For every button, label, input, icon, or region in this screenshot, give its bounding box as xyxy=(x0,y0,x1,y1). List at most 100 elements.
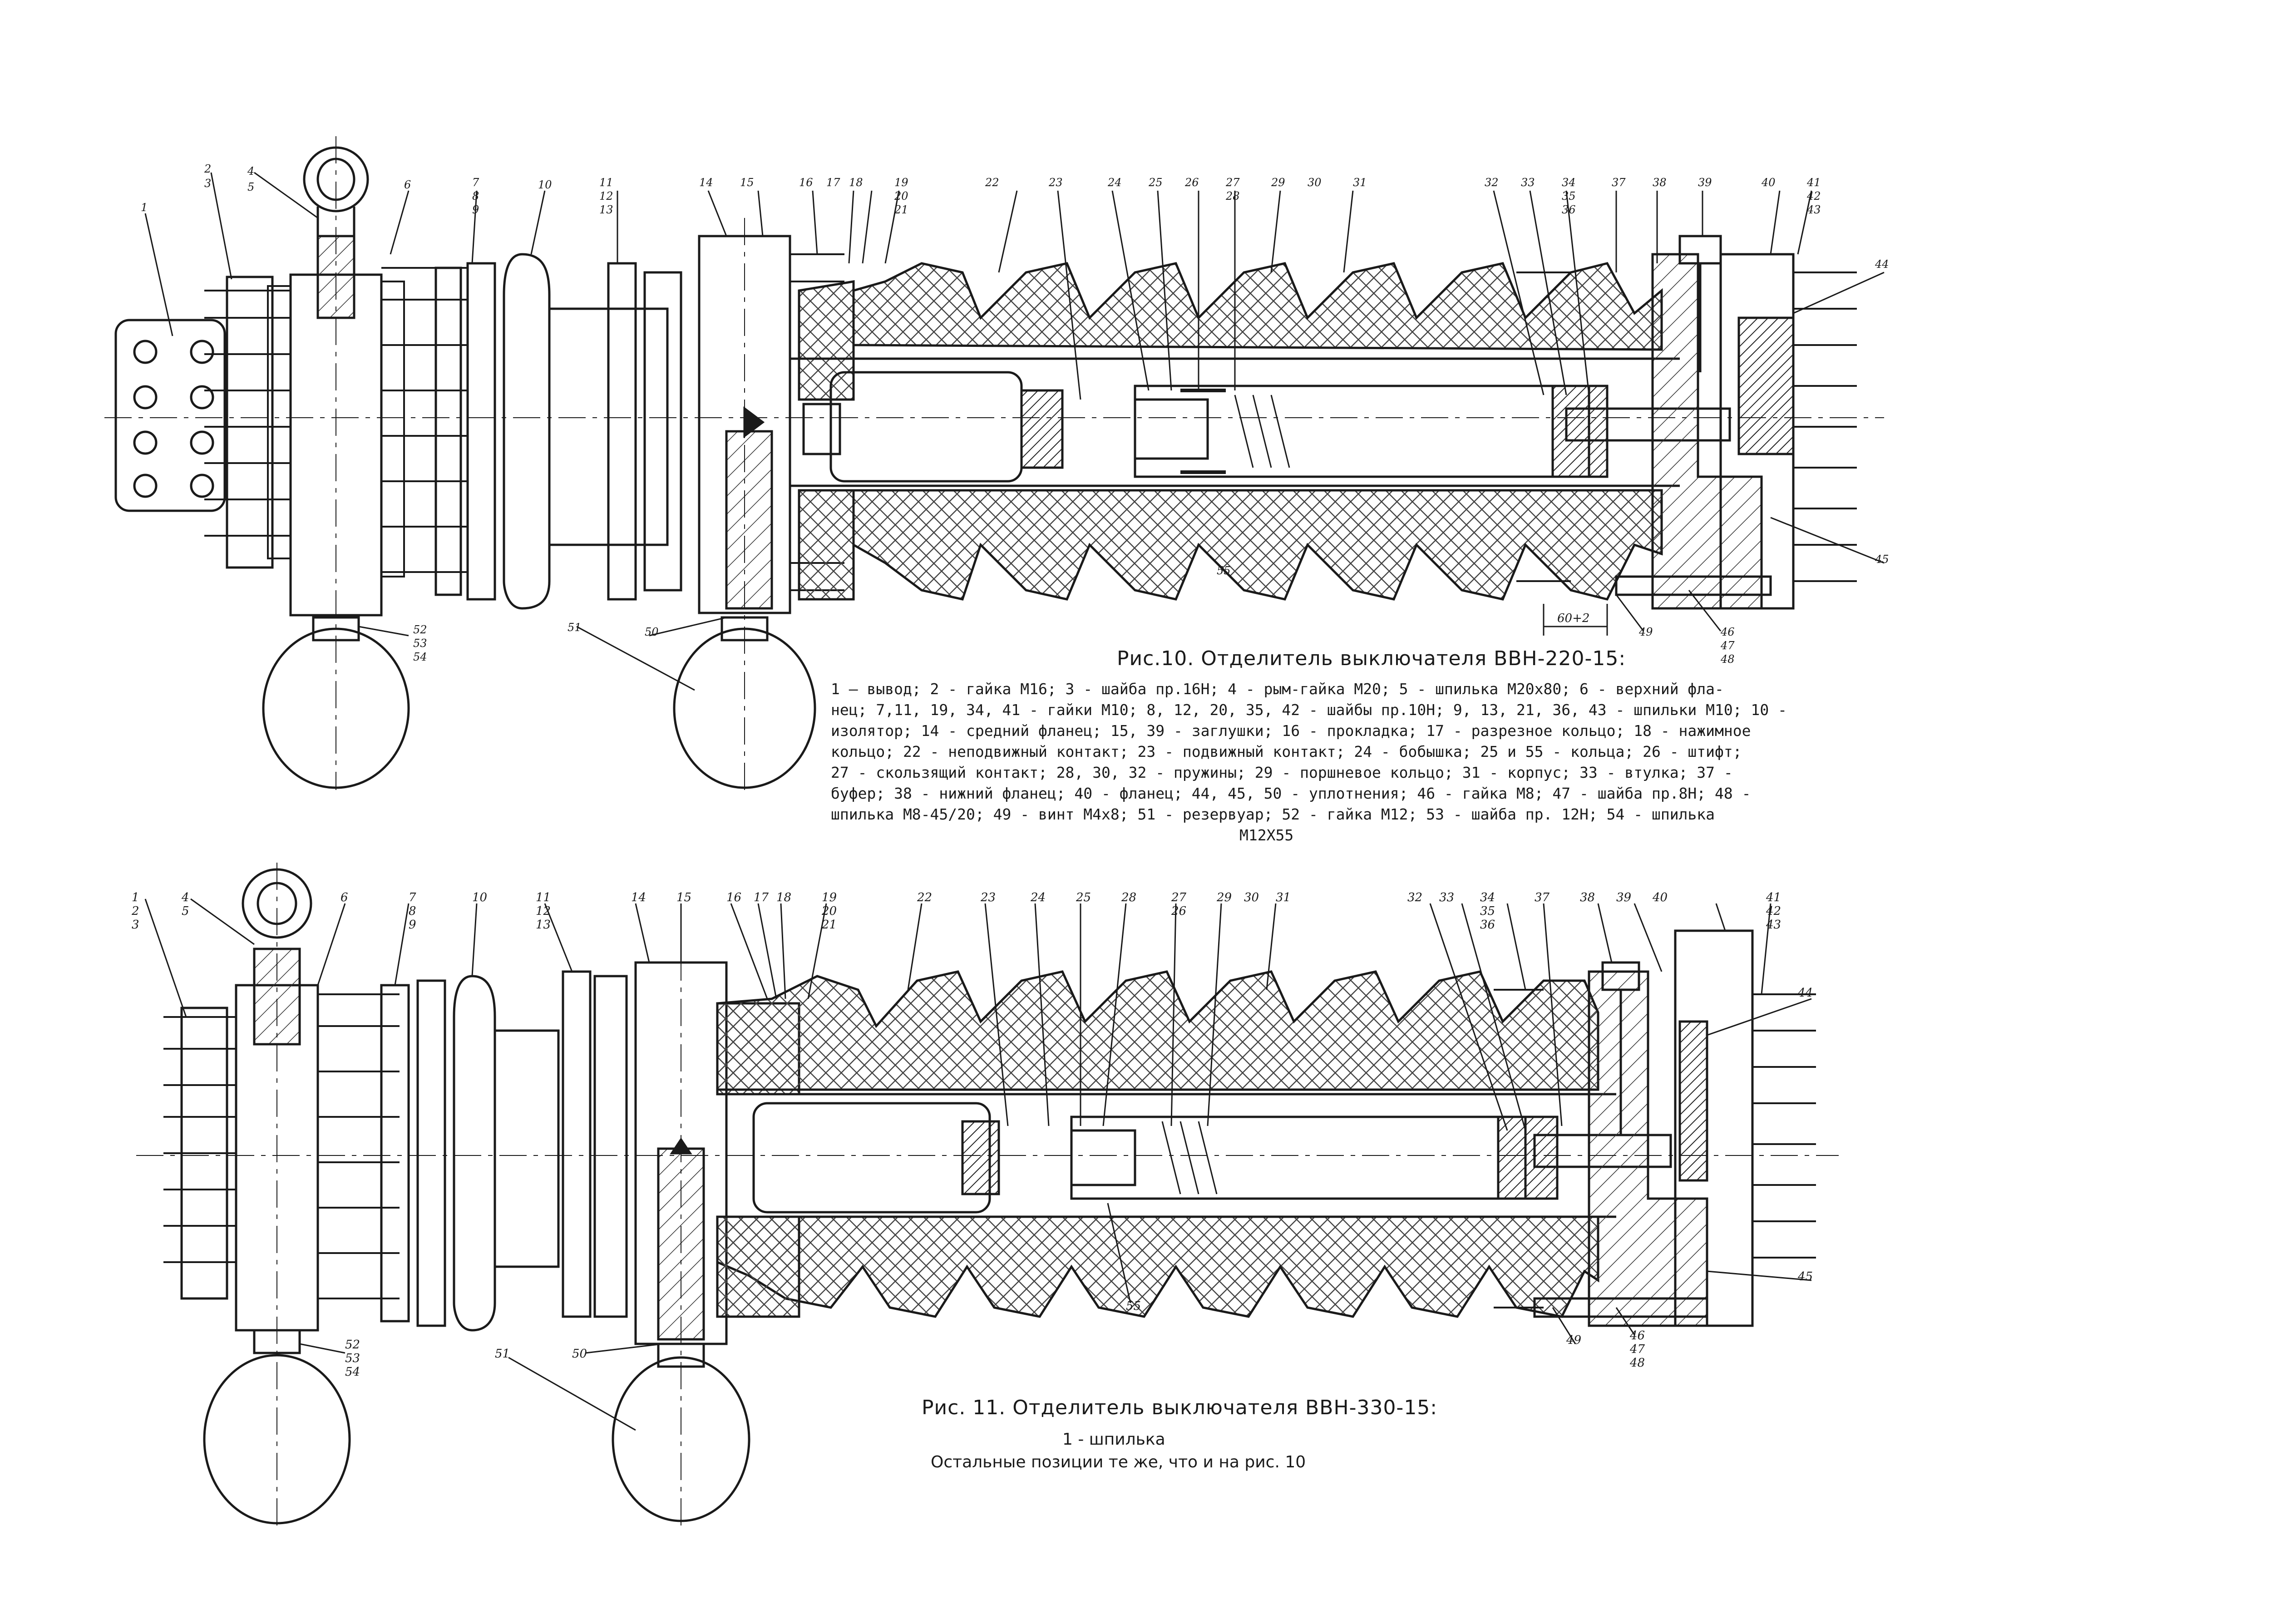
svg-text:41: 41 xyxy=(1806,176,1821,189)
svg-text:28: 28 xyxy=(1121,891,1136,904)
svg-text:25: 25 xyxy=(1148,176,1163,189)
svg-text:5: 5 xyxy=(182,904,189,918)
svg-text:40: 40 xyxy=(1652,891,1668,904)
fig10-main-housing xyxy=(790,262,1731,601)
fig10-lower-flange xyxy=(1651,253,1763,610)
svg-text:27: 27 xyxy=(1171,891,1187,904)
fig10-fixed-contact xyxy=(829,371,1023,483)
svg-text:55: 55 xyxy=(1126,1299,1141,1313)
svg-text:3: 3 xyxy=(204,177,211,190)
svg-text:10: 10 xyxy=(538,178,552,191)
svg-text:45: 45 xyxy=(1797,1270,1813,1283)
svg-text:36: 36 xyxy=(1480,918,1495,932)
svg-text:43: 43 xyxy=(1806,203,1821,216)
fig10-legend-line: изолятор; 14 - средний фланец; 15, 39 - … xyxy=(831,722,1751,740)
svg-text:1: 1 xyxy=(141,201,148,214)
svg-text:55: 55 xyxy=(1217,564,1231,577)
svg-text:17: 17 xyxy=(826,176,840,189)
svg-text:49: 49 xyxy=(1638,626,1653,638)
svg-text:49: 49 xyxy=(1566,1333,1581,1347)
svg-text:11: 11 xyxy=(599,176,613,189)
fig10-legend-line: нец; 7,11, 19, 34, 41 - гайки М10; 8, 12… xyxy=(831,701,1787,719)
svg-text:20: 20 xyxy=(894,190,908,202)
svg-text:25: 25 xyxy=(1076,891,1091,904)
svg-text:33: 33 xyxy=(1521,176,1535,189)
svg-text:12: 12 xyxy=(599,190,613,202)
svg-text:38: 38 xyxy=(1580,891,1595,904)
svg-text:6: 6 xyxy=(340,891,348,904)
svg-text:43: 43 xyxy=(1766,918,1781,932)
fig10-legend-line: шпилька М8-45/20; 49 - винт М4х8; 51 - р… xyxy=(831,805,1715,823)
fig10-legend-line: буфер; 38 - нижний фланец; 40 - фланец; … xyxy=(831,785,1751,802)
svg-text:16: 16 xyxy=(799,176,813,189)
svg-text:17: 17 xyxy=(754,891,769,904)
svg-text:32: 32 xyxy=(1485,176,1499,189)
fig11-caption: Рис. 11. Отделитель выключателя ВВН-330-… xyxy=(922,1396,1438,1419)
svg-text:44: 44 xyxy=(1797,986,1813,1000)
fig11-fixed-contact xyxy=(752,1102,991,1214)
fig10-caption: Рис.10. Отделитель выключателя ВВН-220-1… xyxy=(1117,647,1626,670)
svg-text:53: 53 xyxy=(345,1352,360,1365)
fig10-legend: 1 — вывод; 2 - гайка М16; 3 - шайба пр.1… xyxy=(831,679,1787,846)
svg-text:2: 2 xyxy=(131,904,139,918)
svg-text:35: 35 xyxy=(1480,904,1495,918)
svg-text:29: 29 xyxy=(1271,176,1285,189)
svg-text:14: 14 xyxy=(699,176,713,189)
svg-text:39: 39 xyxy=(1698,176,1712,189)
fig11-note-1: 1 - шпилька xyxy=(1062,1430,1165,1449)
svg-text:13: 13 xyxy=(536,918,551,932)
svg-text:8: 8 xyxy=(472,190,479,202)
svg-text:48: 48 xyxy=(1720,653,1735,666)
svg-text:42: 42 xyxy=(1806,190,1821,202)
svg-text:52: 52 xyxy=(345,1338,360,1352)
svg-text:20: 20 xyxy=(821,904,837,918)
svg-text:47: 47 xyxy=(1720,639,1735,652)
fig11-insulator xyxy=(493,1029,560,1268)
svg-text:50: 50 xyxy=(645,626,659,638)
fig10-studs-upper xyxy=(204,267,468,578)
svg-text:31: 31 xyxy=(1353,176,1367,189)
svg-text:51: 51 xyxy=(495,1347,510,1361)
fig10-legend-line: 27 - скользящий контакт; 28, 30, 32 - пр… xyxy=(831,764,1733,781)
svg-text:9: 9 xyxy=(409,918,416,932)
svg-text:18: 18 xyxy=(776,891,791,904)
fig10-lower-ribs xyxy=(852,489,1663,601)
svg-text:21: 21 xyxy=(821,918,837,932)
fig11-note-2: Остальные позиции те же, что и на рис. 1… xyxy=(931,1453,1306,1471)
svg-text:15: 15 xyxy=(740,176,754,189)
svg-text:24: 24 xyxy=(1107,176,1122,189)
svg-text:40: 40 xyxy=(1761,176,1776,189)
svg-text:32: 32 xyxy=(1407,891,1422,904)
svg-text:4: 4 xyxy=(247,165,254,178)
svg-text:3: 3 xyxy=(132,918,139,932)
svg-text:38: 38 xyxy=(1653,176,1667,189)
svg-text:48: 48 xyxy=(1629,1356,1645,1370)
svg-text:6: 6 xyxy=(404,178,411,191)
svg-text:9: 9 xyxy=(472,203,479,216)
fig11-lower-flange xyxy=(1588,970,1708,1327)
svg-text:4: 4 xyxy=(181,891,189,904)
svg-text:7: 7 xyxy=(409,891,416,904)
svg-text:35: 35 xyxy=(1562,190,1576,202)
svg-text:2: 2 xyxy=(204,163,211,175)
svg-text:51: 51 xyxy=(568,621,582,634)
fig10-terminal-plate xyxy=(114,319,226,512)
svg-text:29: 29 xyxy=(1216,891,1232,904)
fig11-leaders xyxy=(144,898,1812,1431)
svg-text:23: 23 xyxy=(1048,176,1063,189)
svg-text:22: 22 xyxy=(917,891,932,904)
svg-text:5: 5 xyxy=(247,181,254,193)
svg-text:13: 13 xyxy=(599,203,613,216)
fig10-legend-line: кольцо; 22 - неподвижный контакт; 23 - п… xyxy=(831,743,1742,760)
svg-text:10: 10 xyxy=(472,891,487,904)
fig11-flange-40 xyxy=(1674,929,1754,1327)
svg-text:1: 1 xyxy=(132,891,139,904)
svg-text:21: 21 xyxy=(894,203,908,216)
svg-text:24: 24 xyxy=(1030,891,1046,904)
fig11-moving-contact xyxy=(1070,1116,1527,1200)
svg-text:44: 44 xyxy=(1875,258,1889,271)
fig10-upper-ribs xyxy=(852,262,1663,351)
